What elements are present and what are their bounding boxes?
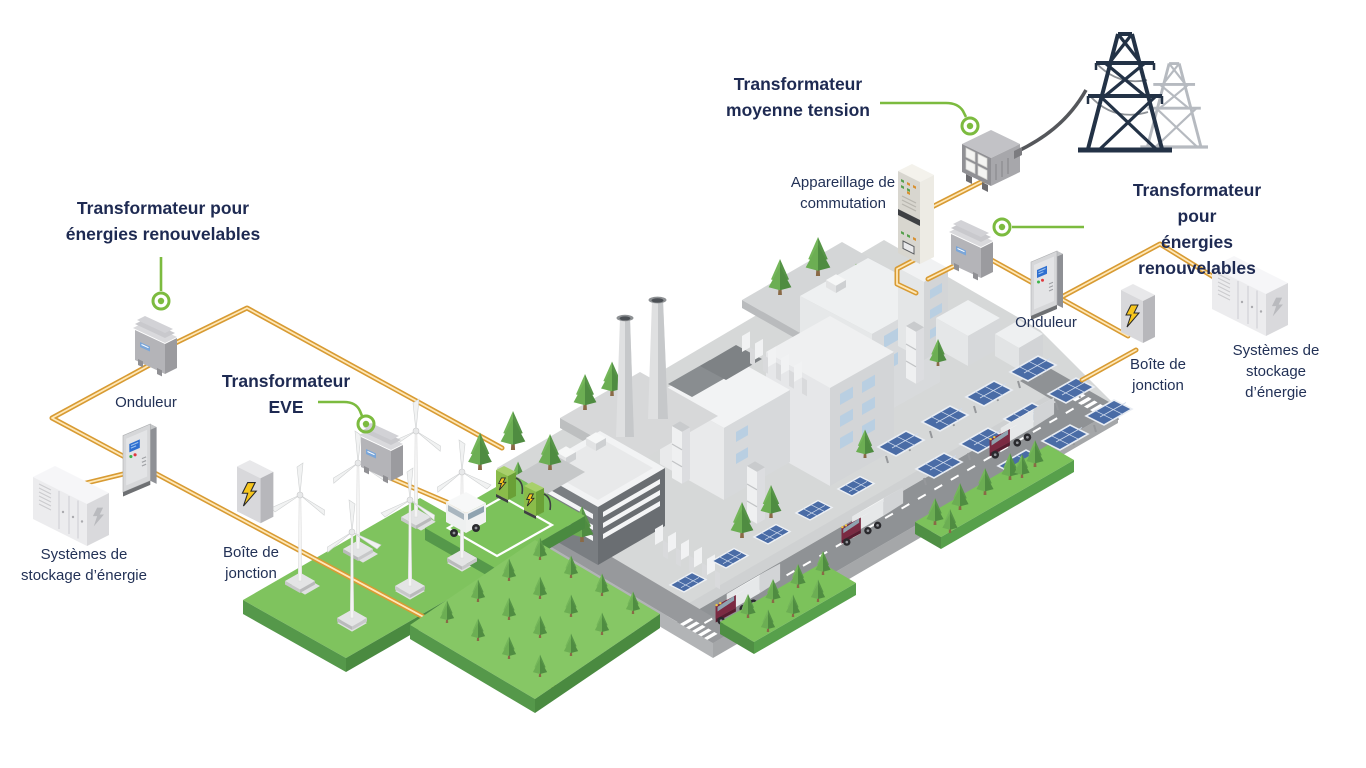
junction-box-left (237, 460, 274, 524)
grid-cable (1013, 89, 1088, 155)
forest-block-large (410, 537, 660, 713)
junction-box-right (1121, 284, 1155, 343)
renewables-transformer-right (949, 220, 993, 281)
ev-charger (496, 466, 524, 503)
roadside-forest (915, 440, 1074, 549)
inverter-right (1030, 250, 1063, 320)
city-platform (497, 237, 1133, 658)
inverter-left (122, 423, 157, 497)
callout-transformer-right (992, 217, 1084, 237)
power-wires (49, 176, 1223, 693)
renewables-transformer-left (133, 316, 177, 377)
ev-van (446, 492, 486, 537)
building (936, 300, 1043, 370)
callout-transformer-eve (318, 400, 376, 434)
ev-charger (524, 482, 552, 519)
mv-transformer (962, 130, 1022, 192)
transmission-tower-icon (1013, 32, 1208, 155)
chimney (616, 314, 634, 437)
storage-system-right (1212, 256, 1288, 336)
forest-block-small (720, 551, 856, 654)
callout-transformer-left (151, 257, 171, 311)
callout-transformer-mv (880, 101, 980, 136)
storage-system-left (33, 466, 109, 546)
chimney (648, 296, 668, 419)
ev-charging-station (446, 411, 562, 537)
callouts (151, 101, 1084, 434)
switchgear-cabinet (898, 164, 934, 264)
